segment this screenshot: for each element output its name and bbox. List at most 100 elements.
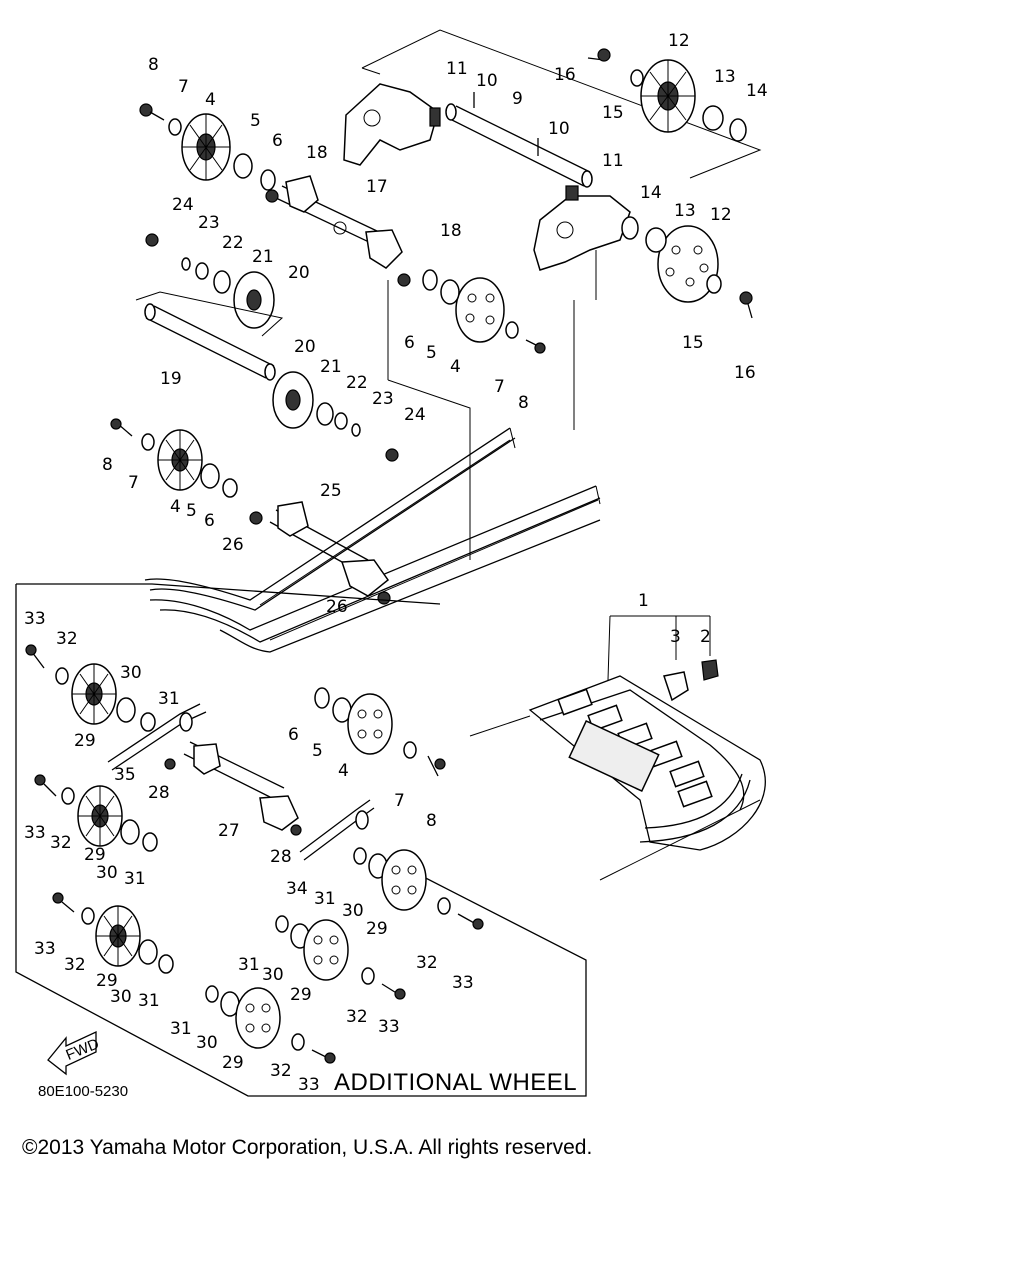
callout-c12a: 12 <box>668 31 690 51</box>
callout-c24b: 24 <box>404 405 426 425</box>
fwd-arrow-icon: FWD <box>47 1030 102 1076</box>
wheel-29-d <box>95 905 141 967</box>
callout-c28b: 28 <box>270 847 292 867</box>
callout-c29d: 29 <box>96 971 118 991</box>
slide-shaft-17 <box>265 175 403 269</box>
callout-c5b: 5 <box>426 343 437 363</box>
ring-6-center <box>422 269 438 291</box>
callout-c7b: 7 <box>494 377 505 397</box>
callout-c16a: 16 <box>554 65 576 85</box>
callout-c33f: 33 <box>298 1075 320 1095</box>
stud-3 <box>663 671 689 702</box>
callout-c31c: 31 <box>314 889 336 909</box>
callout-labels: 8745618111091016121513141117242322212018… <box>24 31 768 1095</box>
bearing-13-lower <box>645 227 667 253</box>
callout-c6b: 6 <box>404 333 415 353</box>
left-rear-bracket <box>343 83 439 166</box>
idler-wheel-12-upper <box>640 59 696 133</box>
spring-34 <box>299 799 375 861</box>
callout-c33a: 33 <box>24 609 46 629</box>
bolt-8-center <box>525 339 546 354</box>
callout-c4b: 4 <box>450 357 461 377</box>
bolt-33-d <box>52 892 75 913</box>
bolt-8-middle <box>427 755 446 777</box>
callout-c23b: 23 <box>372 389 394 409</box>
callout-c27: 27 <box>218 821 240 841</box>
callout-c30c: 30 <box>342 901 364 921</box>
callout-c32e: 32 <box>346 1007 368 1027</box>
nut-2 <box>701 659 719 681</box>
washer-23-lower <box>351 423 361 437</box>
idler-wheel-12-lower <box>657 225 719 303</box>
reference-line-2 <box>387 379 471 560</box>
washer-15-upper <box>630 69 644 87</box>
washer-32-c <box>437 897 451 915</box>
callout-c6a: 6 <box>272 131 283 151</box>
washer-32-a <box>55 667 69 685</box>
callout-c1: 1 <box>638 591 649 611</box>
bearing-5-lower <box>200 463 220 489</box>
washer-7-top <box>168 118 182 136</box>
bearing-5-top <box>233 153 253 179</box>
ring-31-d <box>158 954 174 974</box>
callout-c13b: 13 <box>674 201 696 221</box>
ring-31-f <box>205 985 219 1003</box>
callout-c7a: 7 <box>178 77 189 97</box>
callout-c30a: 30 <box>120 663 142 683</box>
callout-c4c: 4 <box>170 497 181 517</box>
ring-14-upper <box>729 118 747 142</box>
washer-32-f <box>291 1033 305 1051</box>
callout-c3: 3 <box>670 627 681 647</box>
copyright-notice: ©2013 Yamaha Motor Corporation, U.S.A. A… <box>22 1136 593 1159</box>
ring-6-lower <box>222 478 238 498</box>
callout-c6d: 6 <box>288 725 299 745</box>
callout-c15a: 15 <box>602 103 624 123</box>
callout-c33b: 33 <box>24 823 46 843</box>
bolt-33-f <box>311 1049 336 1064</box>
callout-c13a: 13 <box>714 67 736 87</box>
ring-31-b <box>142 832 158 852</box>
washer-32-d <box>81 907 95 925</box>
callout-c2: 2 <box>700 627 711 647</box>
callout-c31a: 31 <box>158 689 180 709</box>
bolt-16-lower <box>739 291 753 319</box>
callout-c32f: 32 <box>270 1061 292 1081</box>
bolt-33-b <box>34 774 57 797</box>
callout-c8d: 8 <box>426 811 437 831</box>
callout-c8c: 8 <box>102 455 113 475</box>
callout-c30f: 30 <box>196 1033 218 1053</box>
callout-c33c: 33 <box>452 973 474 993</box>
callout-c6c: 6 <box>204 511 215 531</box>
idler-wheel-4-top <box>181 113 231 181</box>
bolt-33-a <box>25 644 45 669</box>
rear-shaft-19 <box>135 291 284 381</box>
callout-c22b: 22 <box>346 373 368 393</box>
bolt-33-e <box>381 983 406 1000</box>
bolt-24-upper <box>145 233 159 247</box>
callout-c5a: 5 <box>250 111 261 131</box>
box-title: ADDITIONAL WHEEL <box>334 1069 577 1096</box>
idler-wheel-4-lower <box>157 429 203 491</box>
callout-c24a: 24 <box>172 195 194 215</box>
idler-wheel-4-center <box>455 277 505 343</box>
clip-11-lower <box>565 185 579 201</box>
fwd-label: FWD <box>64 1035 102 1064</box>
callout-c34: 34 <box>286 879 308 899</box>
callout-c4a: 4 <box>205 90 216 110</box>
ring-6-top <box>260 169 276 191</box>
clip-11-upper <box>429 107 441 127</box>
callout-c7d: 7 <box>394 791 405 811</box>
bolt-24-lower <box>385 448 399 462</box>
bearing-5-center <box>440 279 460 305</box>
callout-c28a: 28 <box>148 783 170 803</box>
callout-c17: 17 <box>366 177 388 197</box>
callout-c32a: 32 <box>56 629 78 649</box>
ring-6-middle <box>314 687 330 709</box>
callout-c29e: 29 <box>290 985 312 1005</box>
callout-c18b: 18 <box>440 221 462 241</box>
bolt-16-upper <box>587 48 611 62</box>
wheel-20-upper <box>233 271 275 329</box>
callout-c21b: 21 <box>320 357 342 377</box>
callout-c5d: 5 <box>312 741 323 761</box>
